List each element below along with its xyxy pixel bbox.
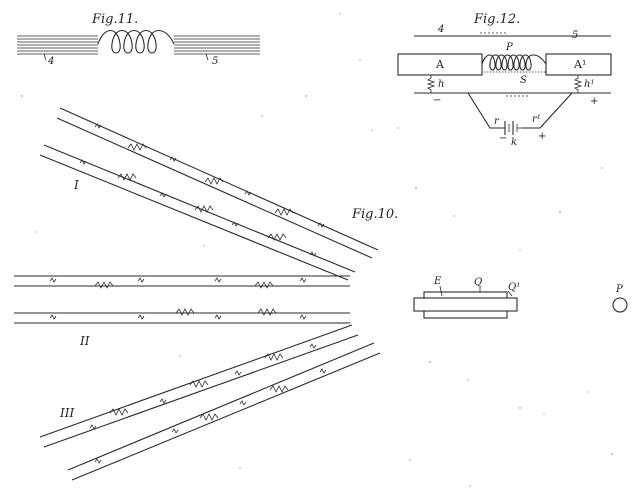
fig-10-group-i: I xyxy=(39,107,379,281)
fig-12-circuit-left xyxy=(467,92,505,129)
fig-12-battery xyxy=(504,121,522,135)
fig-10-plate-detail: E Q Q¹ xyxy=(413,276,520,319)
fig-12: Fig.12. 4 5 A A¹ P S h − h¹ + r r¹ k xyxy=(397,12,612,148)
fig-12-battery-minus: − xyxy=(499,133,507,144)
fig-11-label-5: 5 xyxy=(212,56,218,67)
fig-11: Fig.11. 4 5 xyxy=(17,12,260,67)
fig-12-battery-label: k xyxy=(511,137,517,148)
fig-10-plate-label-q: Q xyxy=(474,277,482,288)
fig-12-plus: + xyxy=(590,96,598,107)
fig-10-plate-label-e: E xyxy=(433,276,442,287)
fig-10-group-ii: II xyxy=(14,275,350,348)
fig-10-inner-plate xyxy=(413,297,518,312)
fig-12-box-a1-label: A¹ xyxy=(573,58,586,71)
fig-10-group-iii: III xyxy=(39,324,381,481)
fig-12-right-resistor-label: h¹ xyxy=(584,79,594,90)
fig-10-group-ii-label: II xyxy=(79,334,90,348)
fig-12-left-resistor-label: h xyxy=(438,79,444,90)
fig-12-box-a xyxy=(397,53,483,76)
fig-10-title: Fig.10. xyxy=(351,207,398,222)
fig-11-coil xyxy=(97,29,175,54)
fig-12-right-resistor xyxy=(573,75,583,93)
fig-12-label-5: 5 xyxy=(572,30,578,41)
fig-10: Fig.10. I xyxy=(14,107,628,481)
fig-12-coil xyxy=(481,54,547,71)
fig-11-right-plate-stack xyxy=(174,35,260,55)
scan-speckles xyxy=(21,13,613,487)
fig-12-circuit-right xyxy=(522,92,573,129)
fig-11-left-plate-stack xyxy=(17,35,98,55)
fig-10-point-p: P xyxy=(612,284,628,313)
fig-12-r-label: r xyxy=(494,116,500,127)
fig-12-left-resistor xyxy=(426,75,436,93)
fig-12-spring-label: S xyxy=(520,75,527,86)
fig-11-title: Fig.11. xyxy=(91,12,138,27)
fig-12-coil-label: P xyxy=(505,42,513,53)
fig-12-minus: − xyxy=(433,95,441,106)
fig-10-plate-label-q1: Q¹ xyxy=(508,282,520,293)
fig-12-box-a-label: A xyxy=(435,58,445,71)
fig-12-title: Fig.12. xyxy=(473,12,520,27)
fig-12-r1-label: r¹ xyxy=(532,114,541,125)
fig-10-group-i-label: I xyxy=(73,178,79,192)
fig-12-battery-plus: + xyxy=(538,131,546,142)
fig-11-label-4: 4 xyxy=(47,56,54,67)
fig-10-group-iii-label: III xyxy=(59,406,74,420)
fig-10-point-p-label: P xyxy=(615,284,623,295)
fig-12-label-4: 4 xyxy=(437,24,444,35)
fig-12-box-a1 xyxy=(545,53,612,76)
